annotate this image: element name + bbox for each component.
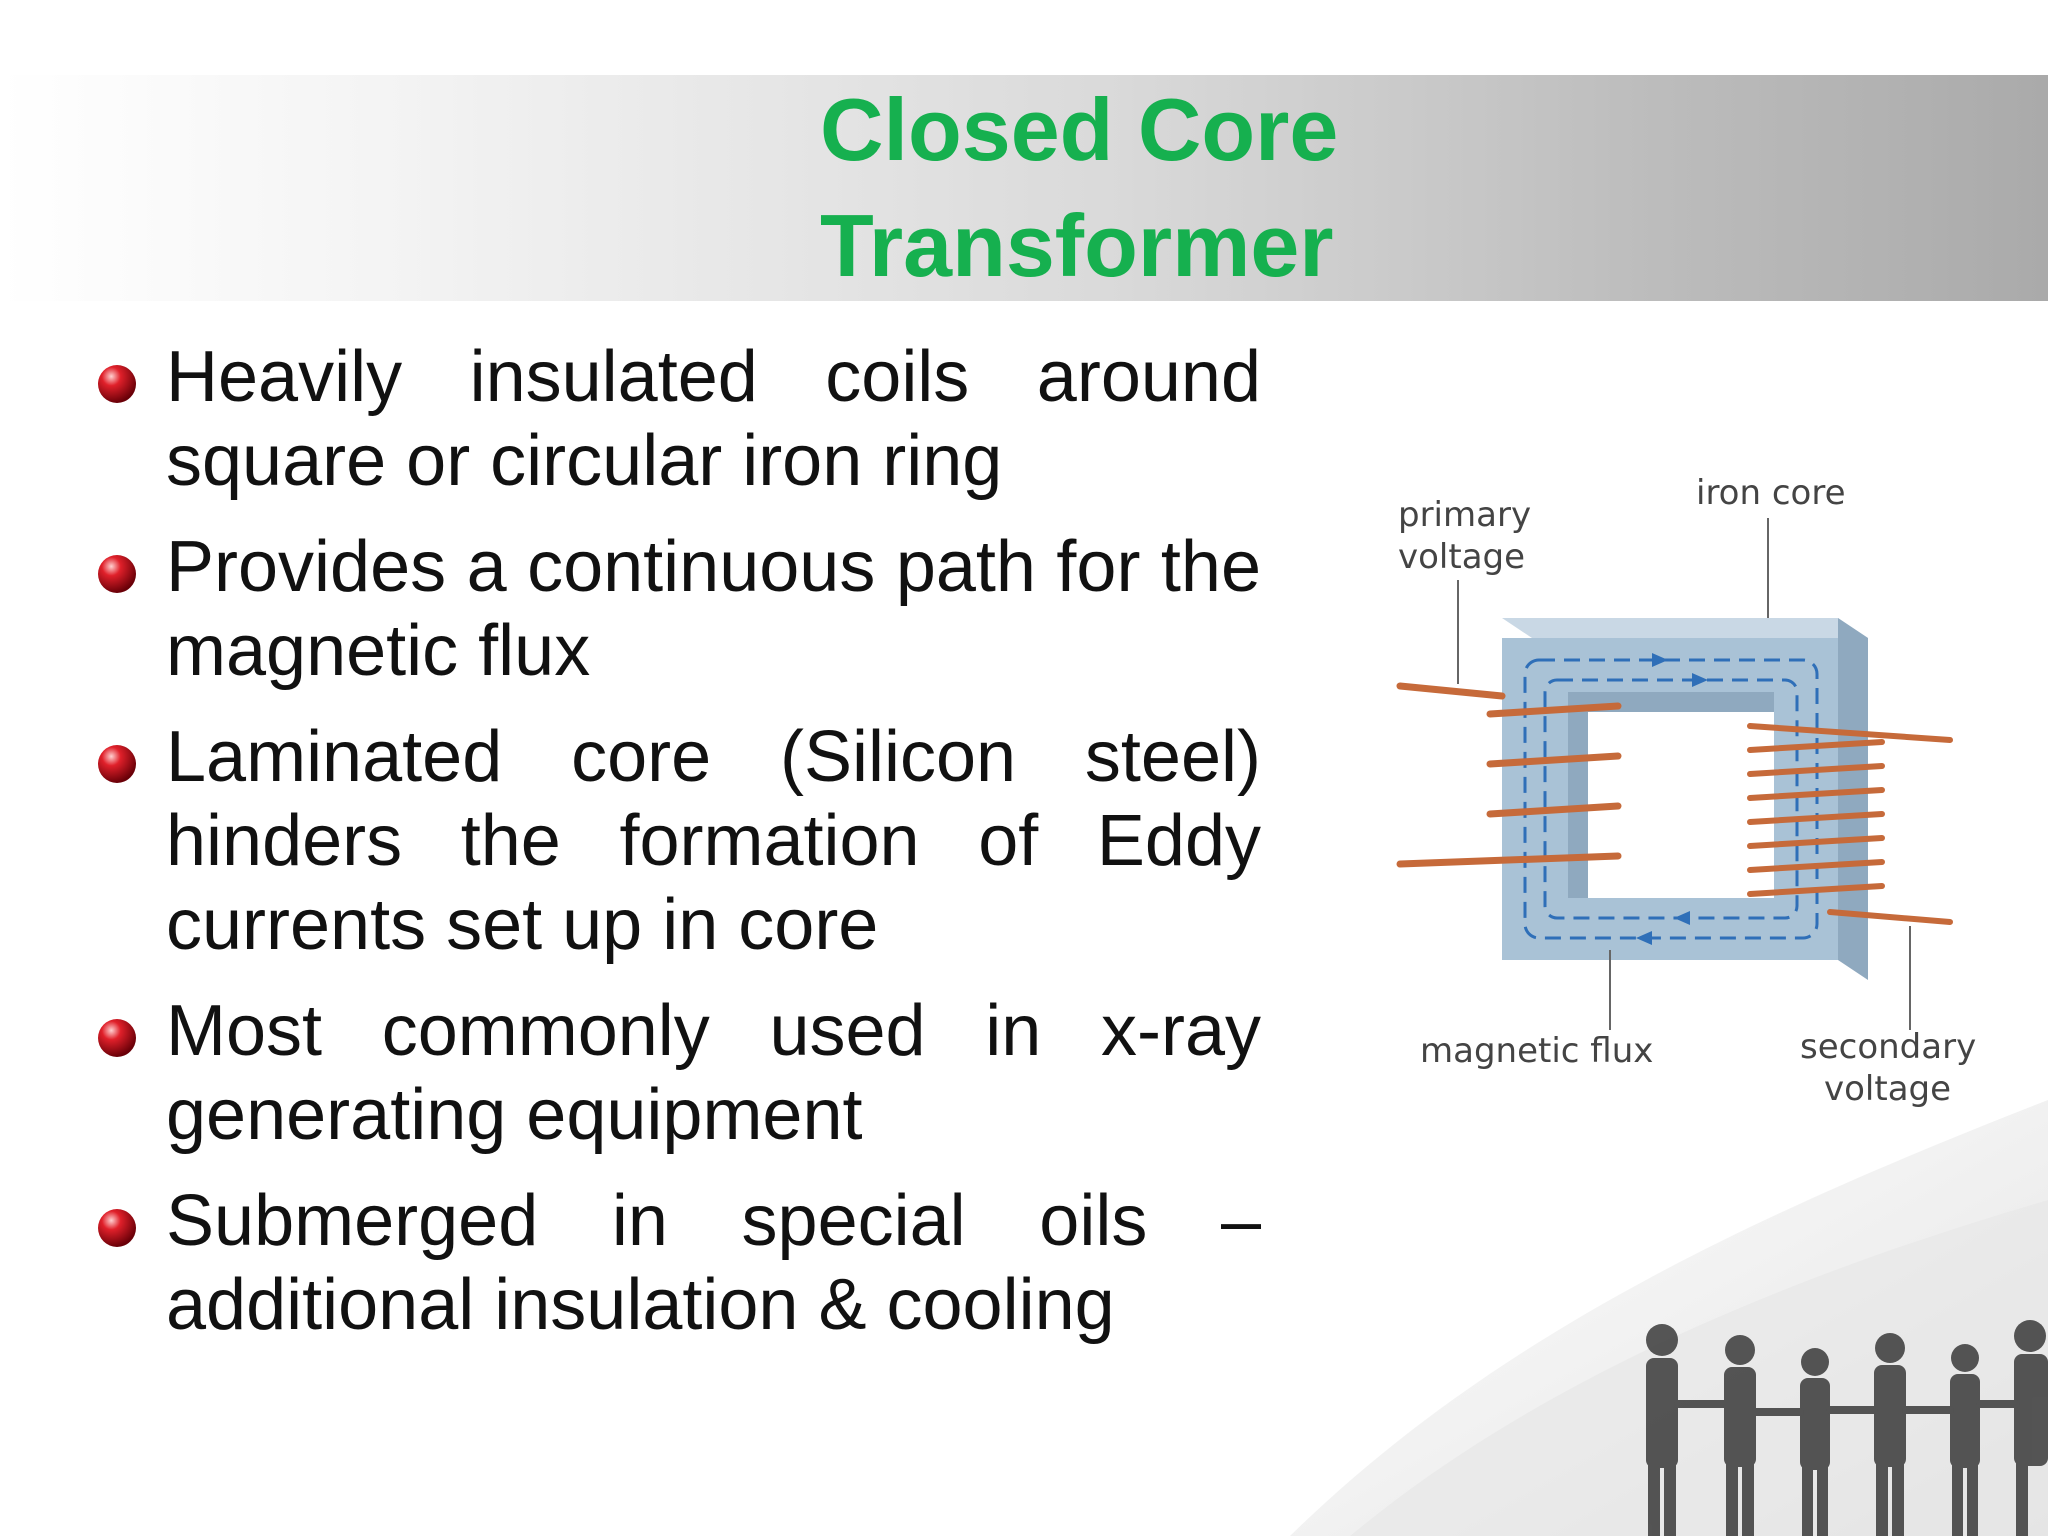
bullet-item: Submerged in special oils – additional i… [96, 1179, 1261, 1347]
slide-title-line1: Closed Core [820, 80, 1339, 179]
bullet-text: Heavily insulated coils around square or… [166, 337, 1261, 501]
bullet-text: Provides a continuous path for the magne… [166, 527, 1261, 691]
slide-title: Closed Core Transformer [820, 72, 1380, 304]
red-sphere-bullet-icon [98, 1209, 136, 1247]
title-band [0, 75, 2048, 301]
transformer-diagram: primary voltage iron core magnetic flux … [1390, 460, 1980, 1120]
bullet-item: Provides a continuous path for the magne… [96, 525, 1261, 693]
iron-core-label: iron core [1696, 473, 1845, 513]
bullet-text: Most commonly used in x-ray generating e… [166, 991, 1261, 1155]
bullet-item: Laminated core (Silicon steel) hinders t… [96, 715, 1261, 967]
red-sphere-bullet-icon [98, 745, 136, 783]
iron-core [1502, 618, 1868, 980]
background-swoosh [1290, 1100, 2048, 1536]
bullet-text: Submerged in special oils – additional i… [166, 1181, 1261, 1345]
primary-voltage-label-line1: primary [1398, 495, 1531, 535]
red-sphere-bullet-icon [98, 555, 136, 593]
primary-coil [1396, 682, 1622, 868]
magnetic-flux-paths [1523, 658, 1819, 940]
primary-voltage-label-line2: voltage [1398, 537, 1525, 577]
secondary-voltage-label-line2: voltage [1824, 1069, 1951, 1109]
red-sphere-bullet-icon [98, 1019, 136, 1057]
secondary-coil [1747, 723, 1953, 925]
bullet-item: Most commonly used in x-ray generating e… [96, 989, 1261, 1157]
label-leader-lines [1457, 518, 1911, 1030]
secondary-voltage-label-line1: secondary [1800, 1027, 1976, 1067]
bullet-text: Laminated core (Silicon steel) hinders t… [166, 717, 1261, 965]
bullet-item: Heavily insulated coils around square or… [96, 335, 1261, 503]
people-silhouettes-image [1646, 1320, 2048, 1536]
slide-title-line2: Transformer [820, 196, 1334, 295]
bullet-list: Heavily insulated coils around square or… [96, 335, 1261, 1369]
flux-arrow-icon [1636, 653, 1708, 945]
red-sphere-bullet-icon [98, 365, 136, 403]
magnetic-flux-label: magnetic flux [1420, 1031, 1653, 1071]
